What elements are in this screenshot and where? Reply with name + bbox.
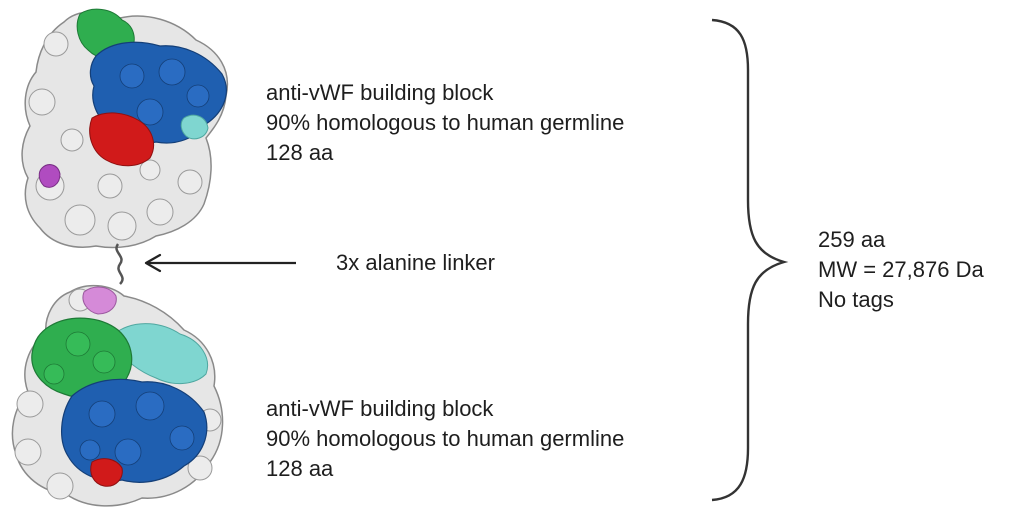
bottom-protein-domain — [11, 284, 224, 507]
alanine-linker-strand — [115, 243, 124, 285]
curly-brace — [711, 18, 789, 502]
bottom-building-block-label: anti-vWF building block 90% homologous t… — [266, 394, 624, 484]
linker-label: 3x alanine linker — [336, 250, 495, 275]
bottom-domain-red-region — [90, 458, 123, 487]
top-block-length: 128 aa — [266, 140, 334, 165]
summary-molecular-weight: MW = 27,876 Da — [818, 257, 984, 282]
top-protein-domain — [21, 8, 229, 249]
bottom-block-homology: 90% homologous to human germline — [266, 426, 625, 451]
bottom-domain-magenta-region — [82, 286, 117, 315]
summary-tags: No tags — [818, 287, 894, 312]
bottom-block-length: 128 aa — [266, 456, 334, 481]
top-block-homology: 90% homologous to human germline — [266, 110, 625, 135]
construct-summary: 259 aa MW = 27,876 Da No tags — [818, 225, 984, 315]
top-domain-red-region — [89, 112, 154, 167]
top-domain-magenta-region — [38, 164, 61, 188]
bottom-block-title: anti-vWF building block — [266, 396, 494, 421]
summary-length: 259 aa — [818, 227, 886, 252]
top-domain-cyan-region — [180, 114, 209, 140]
top-building-block-label: anti-vWF building block 90% homologous t… — [266, 78, 624, 168]
linker-arrow — [144, 253, 296, 273]
top-block-title: anti-vWF building block — [266, 80, 494, 105]
